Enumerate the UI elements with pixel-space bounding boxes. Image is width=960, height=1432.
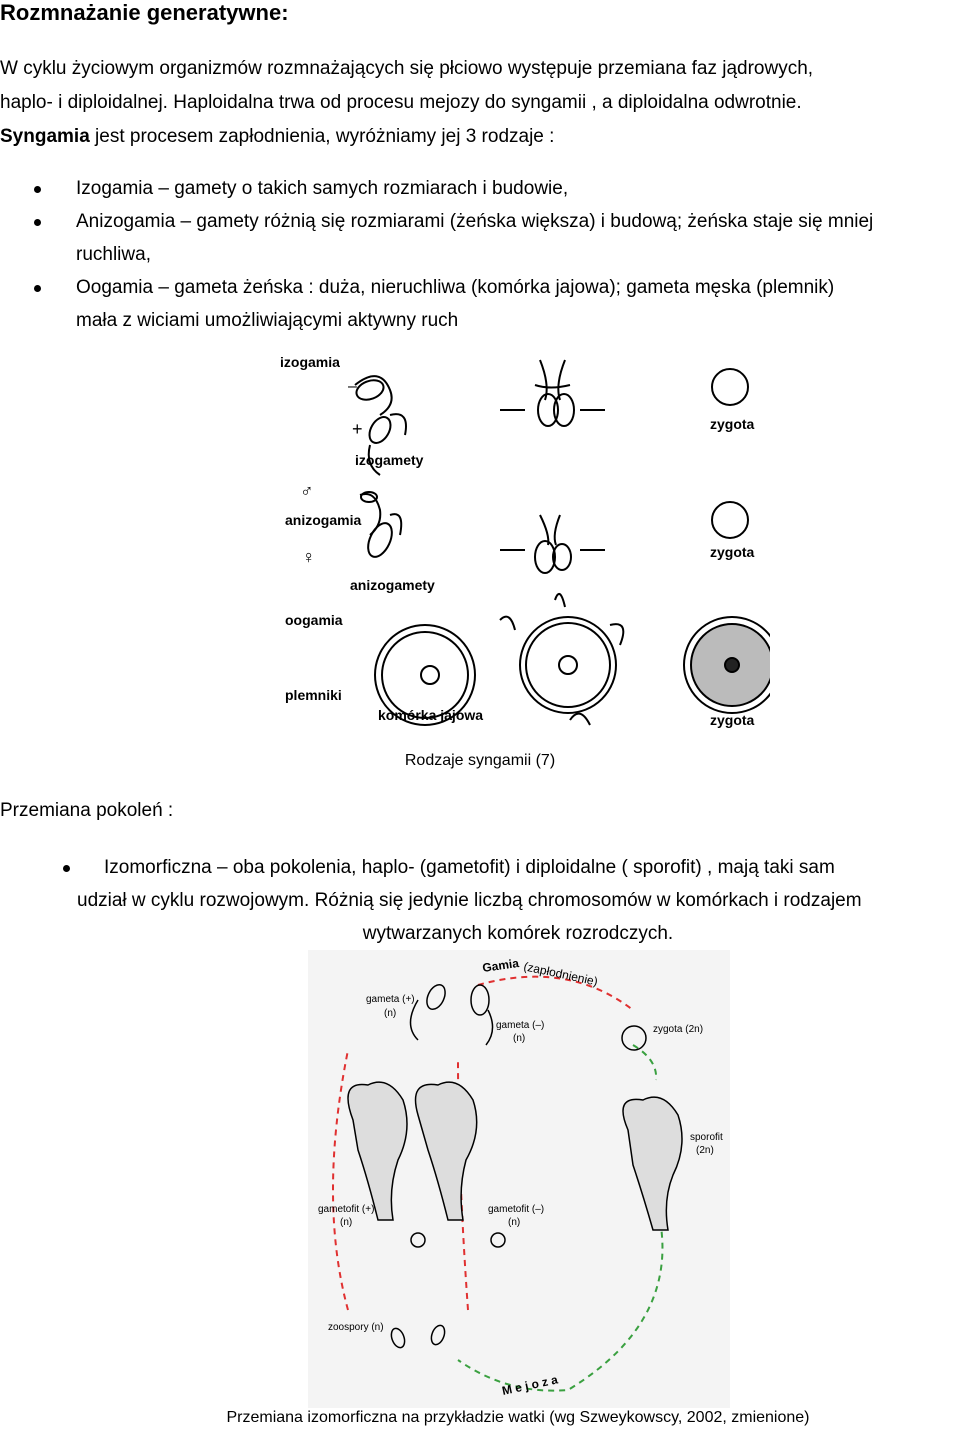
label-anizogamety: anizogamety <box>350 577 435 593</box>
label-gameta-minus: gameta (–) <box>496 1020 544 1031</box>
intro-paragraph: W cyklu życiowym organizmów rozmnażający… <box>0 52 958 154</box>
syngamia-term: Syngamia <box>0 126 90 147</box>
intro-line-3-rest: jest procesem zapłodnienia, wyróżniamy j… <box>89 126 555 147</box>
label-plus: + <box>352 419 363 439</box>
intro-line-2: haplo- i diploidalnej. Haploidalna trwa … <box>0 92 802 113</box>
label-zygota-1: zygota <box>710 416 755 432</box>
label-oogamia: oogamia <box>285 612 343 628</box>
page-title: Rozmnażanie generatywne: <box>0 0 289 25</box>
label-gametofit-minus-n: (n) <box>508 1217 520 1228</box>
intro-line-1: W cyklu życiowym organizmów rozmnażający… <box>0 58 814 79</box>
list-item-anizogamia: Anizogamia – gamety różnią się rozmiaram… <box>0 205 960 271</box>
label-izogamia: izogamia <box>280 354 340 370</box>
intro-line-3: Syngamia jest procesem zapłodnienia, wyr… <box>0 120 958 154</box>
list-item-text-2: udział w cyklu rozwojowym. Różnią się je… <box>77 890 862 911</box>
label-izogamety: izogamety <box>355 452 424 468</box>
bullet-dot <box>63 865 70 872</box>
label-male-symbol: ♂ <box>300 481 314 501</box>
label-gametofit-plus-n: (n) <box>340 1217 352 1228</box>
bullet-dot <box>34 219 41 226</box>
list-item-izogamia: Izogamia – gamety o takich samych rozmia… <box>0 172 960 205</box>
label-zygota: zygota (2n) <box>653 1024 703 1035</box>
label-komorka-jajowa: komórka jajowa <box>378 707 483 723</box>
label-zygota-3: zygota <box>710 712 755 728</box>
list-item-text: ruchliwa, <box>76 244 151 265</box>
list-item-text: Izogamia – gamety o takich samych rozmia… <box>76 178 569 199</box>
label-gamia: Gamia <box>481 956 520 975</box>
section-heading: Przemiana pokoleń : <box>0 800 174 821</box>
syngamy-types-list: Izogamia – gamety o takich samych rozmia… <box>0 172 960 337</box>
label-zoospory: zoospory (n) <box>328 1322 384 1333</box>
ulva-lifecycle-figure: Gamia (zapłodnienie) gameta (+) (n) game… <box>308 950 730 1408</box>
label-anizogamia: anizogamia <box>285 512 361 528</box>
label-gametofit-minus: gametofit (–) <box>488 1204 544 1215</box>
label-zygota-2: zygota <box>710 544 755 560</box>
list-item-text: mała z wiciami umożliwiającymi aktywny r… <box>76 310 459 331</box>
list-item-izomorficzna: Izomorficzna – oba pokolenia, haplo- (ga… <box>0 851 960 884</box>
figure-1-caption: Rodzaje syngamii (7) <box>404 752 556 769</box>
label-female-symbol: ♀ <box>302 547 316 567</box>
list-item-text: Anizogamia – gamety różnią się rozmiaram… <box>76 211 874 232</box>
label-plemniki: plemniki <box>285 687 342 703</box>
list-item-text: Oogamia – gameta żeńska : duża, nieruchl… <box>76 277 835 298</box>
label-gameta-plus-n: (n) <box>384 1008 396 1019</box>
bullet-dot <box>34 186 41 193</box>
syngamy-types-figure: izogamia – + izogamety zygota ♂ anizogam… <box>280 354 770 728</box>
list-item-text-3: wytwarzanych komórek rozrodczych. <box>362 923 674 944</box>
list-item-oogamia: Oogamia – gameta żeńska : duża, nieruchl… <box>0 271 960 337</box>
label-gameta-minus-n: (n) <box>513 1033 525 1044</box>
label-gametofit-plus: gametofit (+) <box>318 1204 374 1215</box>
label-minus: – <box>348 378 357 395</box>
figure-2-caption: Przemiana izomorficzna na przykładzie wa… <box>226 1409 810 1426</box>
label-gameta-plus: gameta (+) <box>366 994 415 1005</box>
generation-alternation-list: Izomorficzna – oba pokolenia, haplo- (ga… <box>0 851 960 950</box>
bullet-dot <box>34 285 41 292</box>
list-item-text: Izomorficzna – oba pokolenia, haplo- (ga… <box>104 857 835 878</box>
label-sporofit-n: (2n) <box>696 1145 714 1156</box>
label-sporofit: sporofit <box>690 1132 723 1143</box>
